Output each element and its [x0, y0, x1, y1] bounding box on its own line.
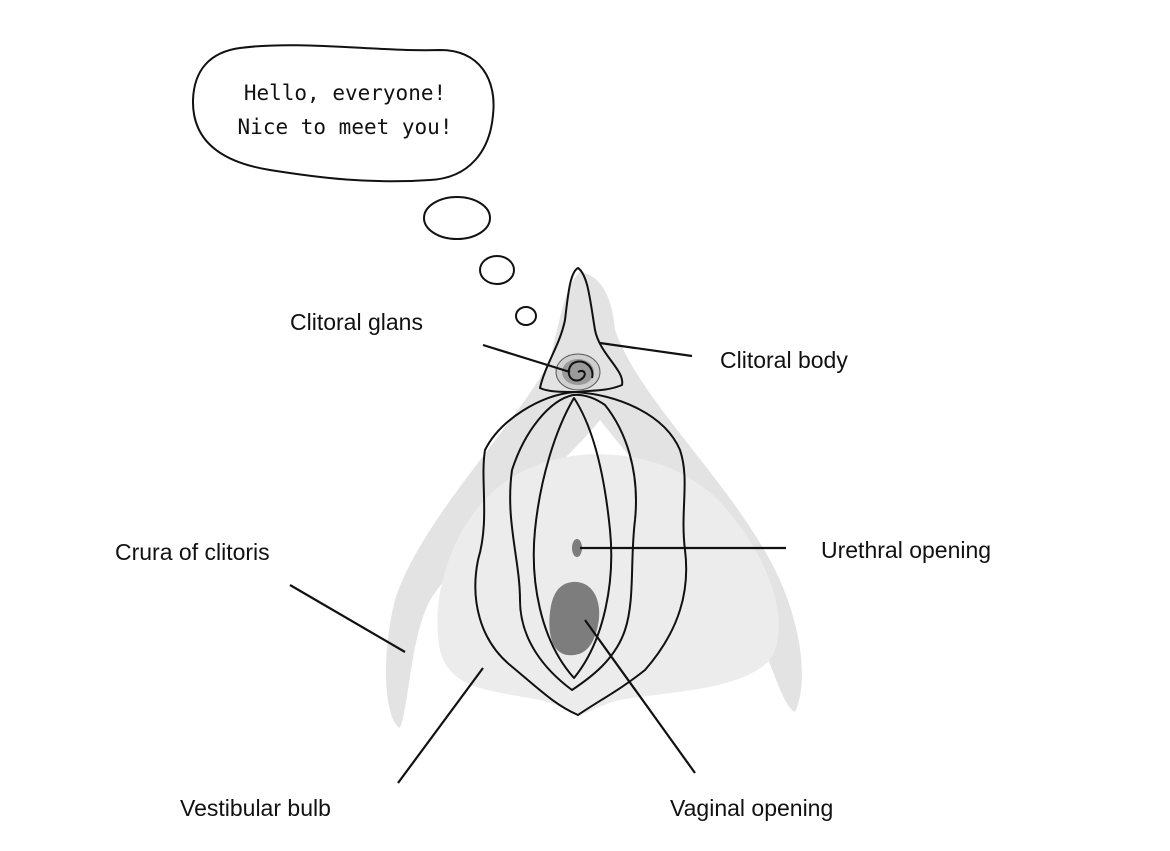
clitoral-hood-outline [539, 267, 624, 393]
label-clitoral-glans: Clitoral glans [290, 309, 423, 335]
bulb-shape [437, 454, 779, 715]
bubble-line-1: Hello, everyone! [244, 81, 446, 105]
thought-circle-large [423, 196, 491, 240]
body-leader-line [599, 341, 693, 358]
thought-circle-small [515, 306, 537, 326]
label-vestibular-bulb: Vestibular bulb [180, 795, 331, 821]
label-clitoral-body: Clitoral body [720, 347, 848, 373]
clitoral-glans [555, 353, 601, 391]
bubble-line-2: Nice to meet you! [238, 115, 453, 139]
bulb-leader-line [397, 667, 484, 784]
crura-leader-line [289, 584, 406, 653]
outer-labia-outline [474, 391, 688, 716]
thought-circle-medium [479, 255, 515, 285]
label-vaginal-opening: Vaginal opening [670, 795, 833, 821]
inner-labia-outline [509, 393, 637, 691]
label-urethral-opening: Urethral opening [821, 537, 991, 563]
glans-leader-line [482, 343, 571, 374]
vestibule-outline [532, 397, 613, 679]
vaginal-opening [549, 581, 600, 656]
urethral-opening [572, 539, 582, 557]
label-crura: Crura of clitoris [115, 539, 270, 565]
vaginal-leader-line [584, 619, 696, 774]
speech-bubble [191, 44, 495, 183]
